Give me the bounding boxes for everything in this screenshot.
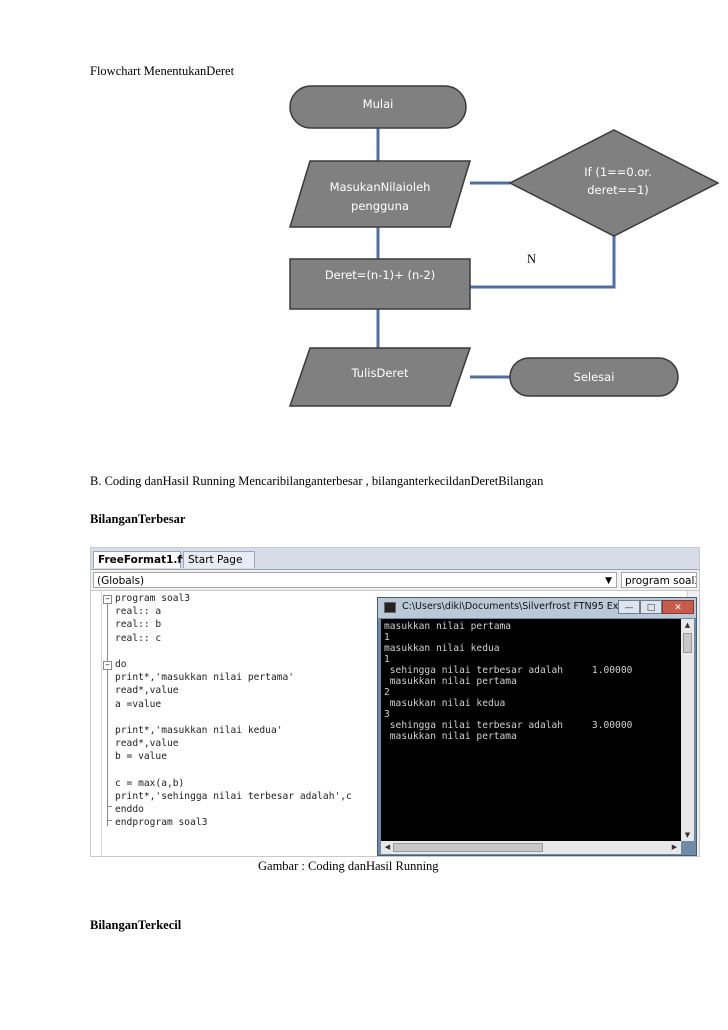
console-title: C:\Users\diki\Documents\Silverfrost FTN9… (402, 601, 648, 612)
console-line: sehingga nilai terbesar adalah 3.00000 (384, 720, 633, 731)
subheading-largest: BilanganTerbesar (90, 512, 186, 526)
process-label: Deret=(n-1)+ (n-2) (325, 268, 435, 282)
input-parallelogram (288, 160, 472, 228)
code-line: read*,value (115, 738, 179, 750)
globals-dropdown[interactable]: (Globals) ▼ (93, 572, 617, 588)
console-vertical-scrollbar[interactable]: ▲ ▼ (681, 619, 694, 841)
tab-freeformat-file[interactable]: FreeFormat1.f95 (93, 551, 197, 568)
fold-guide-line (107, 600, 108, 826)
input-label-line1: MasukanNilaioleh (330, 180, 431, 194)
console-horizontal-scroll-thumb[interactable] (393, 843, 543, 852)
tab-start-page[interactable]: Start Page (183, 551, 255, 568)
code-line: print*,'masukkan nilai kedua' (115, 724, 283, 736)
end-label: Selesai (574, 370, 615, 384)
no-branch-label: N (527, 252, 536, 266)
connector-decision-no-to-process (470, 236, 616, 289)
code-line: a =value (115, 698, 162, 710)
scroll-right-icon[interactable]: ▶ (671, 843, 678, 851)
code-line: real:: c (115, 632, 162, 644)
flowchart-diagram: Mulai MasukanNilaioleh pengguna If (1==0… (288, 85, 720, 407)
console-line: sehingga nilai terbesar adalah 1.00000 (384, 665, 633, 676)
start-terminator (289, 85, 467, 129)
ide-combo-bar: (Globals) ▼ program soal3 (91, 570, 699, 591)
console-window: C:\Users\diki\Documents\Silverfrost FTN9… (377, 597, 697, 856)
fold-collapse-icon[interactable]: − (103, 595, 112, 604)
console-line: masukkan nilai pertama (384, 731, 517, 742)
code-line: print*,'masukkan nilai pertama' (115, 672, 295, 684)
code-line: c = max(a,b) (115, 777, 185, 789)
console-line: 1 (384, 632, 390, 643)
console-vertical-scroll-thumb[interactable] (683, 633, 692, 653)
decision-label-line1: If (1==0.or. (584, 165, 652, 179)
console-line: masukkan nilai kedua (384, 698, 506, 709)
flowchart-heading: Flowchart MenentukanDeret (90, 64, 235, 78)
output-label: TulisDeret (351, 366, 409, 380)
chevron-down-icon[interactable]: ▼ (605, 576, 612, 586)
code-line: enddo (115, 804, 144, 815)
decision-label-line2: deret==1) (587, 183, 649, 197)
code-line: do (115, 658, 127, 670)
console-line: masukkan nilai kedua (384, 643, 500, 654)
code-line: b = value (115, 751, 167, 763)
minimize-icon[interactable]: — (618, 600, 640, 614)
maximize-icon[interactable]: □ (640, 600, 662, 614)
section-b-heading: B. Coding danHasil Running Mencaribilang… (90, 474, 544, 488)
console-title-bar[interactable]: C:\Users\diki\Documents\Silverfrost FTN9… (378, 598, 696, 618)
process-rectangle (289, 258, 471, 310)
output-parallelogram (288, 347, 472, 407)
start-label: Mulai (363, 97, 394, 111)
subheading-smallest: BilanganTerkecil (90, 918, 182, 932)
decision-diamond (508, 129, 720, 237)
code-line: real:: b (115, 619, 162, 631)
procedure-dropdown[interactable]: program soal3 (621, 572, 697, 588)
code-line: print*,'sehingga nilai terbesar adalah',… (115, 790, 352, 802)
editor-gutter (91, 591, 102, 856)
figure-caption: Gambar : Coding danHasil Running (258, 859, 439, 873)
input-label-line2: pengguna (351, 199, 409, 213)
flowchart-connectors (376, 128, 616, 379)
fold-end-marker (107, 820, 112, 821)
code-line (115, 711, 352, 724)
code-line (115, 645, 352, 658)
console-horizontal-scrollbar[interactable]: ◀ ▶ (381, 841, 681, 854)
close-icon[interactable]: ✕ (662, 600, 694, 614)
code-line: endprogram soal3 (115, 817, 208, 829)
fold-end-marker (107, 806, 112, 807)
console-line: masukkan nilai pertama (384, 676, 517, 687)
end-terminator (509, 357, 679, 397)
scroll-up-icon[interactable]: ▲ (684, 621, 691, 629)
fold-collapse-icon[interactable]: − (103, 661, 112, 670)
console-app-icon (384, 602, 396, 613)
code-line: program soal3 (115, 593, 191, 604)
console-line: 2 (384, 687, 390, 698)
console-line: 3 (384, 709, 390, 720)
console-line: masukkan nilai pertama (384, 621, 512, 632)
ide-screenshot: FreeFormat1.f95 Start Page (Globals) ▼ p… (90, 547, 700, 857)
console-line: 1 (384, 654, 390, 665)
ide-tab-bar: FreeFormat1.f95 Start Page (91, 548, 699, 570)
scroll-left-icon[interactable]: ◀ (384, 843, 391, 851)
code-line (115, 763, 352, 776)
code-line: read*,value (115, 685, 179, 697)
globals-dropdown-value: (Globals) (97, 575, 145, 587)
code-line: real:: a (115, 606, 162, 618)
scroll-down-icon[interactable]: ▼ (684, 831, 691, 839)
